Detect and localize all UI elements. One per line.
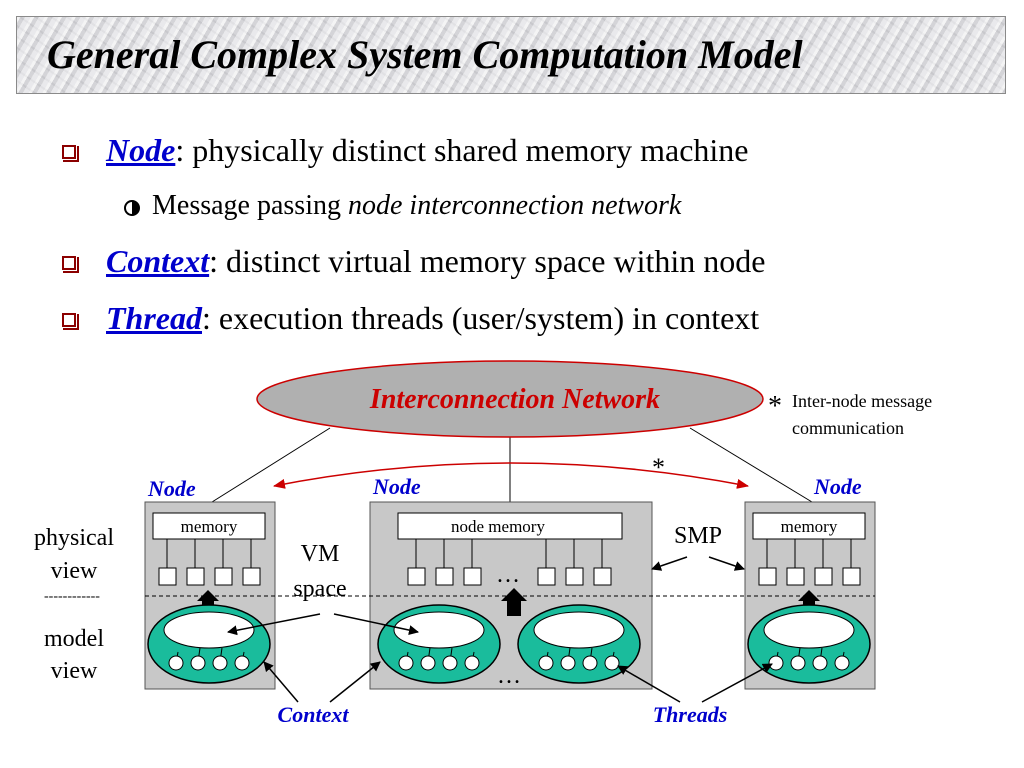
memory-label-left: memory <box>181 517 238 536</box>
term-node: Node <box>106 132 176 168</box>
memory-box-center <box>397 512 623 540</box>
node-label-left: Node <box>147 476 196 501</box>
term-context: Context <box>106 243 210 279</box>
network-link-left <box>211 427 331 503</box>
bullet-node-text: : physically distinct shared memory mach… <box>175 132 749 168</box>
processor <box>435 567 454 586</box>
physical-view-line1: physical <box>34 525 114 551</box>
context-right <box>747 604 871 684</box>
bullet-icon <box>62 256 79 273</box>
memory-box-right <box>752 512 866 540</box>
legend-line1: Inter-node message <box>792 391 932 411</box>
term-thread: Thread <box>106 300 202 336</box>
processor <box>814 567 833 586</box>
processor <box>842 567 861 586</box>
inter-node-arrow <box>273 462 749 489</box>
context-label: Context <box>278 702 350 727</box>
context-center-1 <box>377 604 501 684</box>
processor <box>214 567 233 586</box>
bullet-node: Node: physically distinct shared memory … <box>106 132 749 169</box>
model-view-line1: model <box>44 626 104 652</box>
threads-arrow-right <box>701 663 773 703</box>
processor <box>407 567 426 586</box>
network-link-right <box>689 427 813 503</box>
node-label-right: Node <box>813 474 862 499</box>
ellipsis-bottom: … <box>497 663 521 689</box>
context-arrow-left <box>263 661 299 703</box>
processor <box>758 567 777 586</box>
context-arrow-right <box>329 661 381 703</box>
sub-bullet-plain: Message passing <box>152 190 348 221</box>
bullet-icon <box>62 145 79 162</box>
processor <box>158 567 177 586</box>
interconnection-network <box>256 360 764 438</box>
threads-label: Threads <box>653 702 728 727</box>
up-arrow-icon <box>501 588 527 616</box>
vm-space-line1: VM <box>301 541 340 567</box>
smp-arrow-left <box>651 556 688 571</box>
physical-view-line2: view <box>51 558 98 584</box>
sub-bullet-italic: node interconnection network <box>347 190 682 221</box>
smp-arrow-right <box>708 556 745 571</box>
processor <box>565 567 584 586</box>
node-label-center: Node <box>372 474 421 499</box>
threads-arrow-left <box>617 665 681 703</box>
processor <box>463 567 482 586</box>
processor <box>786 567 805 586</box>
context-left <box>147 604 271 684</box>
smp-label: SMP <box>674 523 722 549</box>
memory-label-right: memory <box>781 517 838 536</box>
ellipsis-top: … <box>496 562 520 588</box>
bullet-thread-text: : execution threads (user/system) in con… <box>202 300 760 336</box>
slide-title: General Complex System Computation Model <box>47 32 803 77</box>
model-view-line2: view <box>51 658 98 684</box>
context-center-2 <box>517 604 641 684</box>
vm-arrow-right <box>333 613 419 636</box>
view-divider-text: ------------ <box>44 589 100 604</box>
processor <box>186 567 205 586</box>
vm-space-line2: space <box>293 576 346 602</box>
title-bar: General Complex System Computation Model <box>16 16 1006 94</box>
vm-arrow-left <box>227 613 321 636</box>
memory-label-center: node memory <box>451 517 545 536</box>
arrow-star: * <box>652 453 665 482</box>
processor <box>593 567 612 586</box>
circle-bullet-icon <box>124 199 140 216</box>
sub-bullet: Message passing node interconnection net… <box>124 190 681 222</box>
processor <box>242 567 261 586</box>
bullet-context: Context: distinct virtual memory space w… <box>106 243 765 280</box>
legend-line2: communication <box>792 418 904 438</box>
bullet-context-text: : distinct virtual memory space within n… <box>209 243 766 279</box>
bullet-icon <box>62 313 79 330</box>
legend-star: * <box>768 391 782 422</box>
memory-box-left <box>152 512 266 540</box>
bullet-thread: Thread: execution threads (user/system) … <box>106 300 759 337</box>
processor <box>537 567 556 586</box>
network-label: Interconnection Network <box>369 384 660 415</box>
